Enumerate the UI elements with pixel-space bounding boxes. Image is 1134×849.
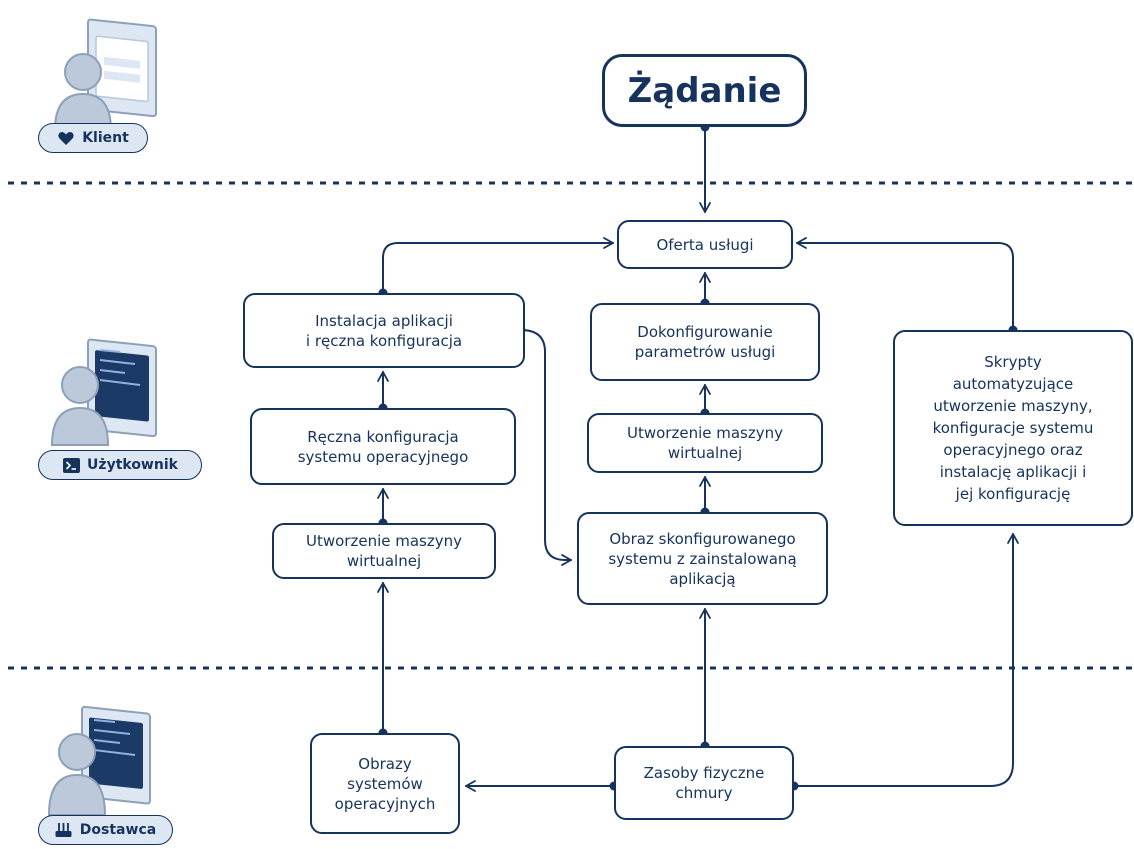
node-line: chmury — [675, 784, 733, 802]
node-line: wirtualnej — [667, 444, 743, 462]
actor-label-client: Klient — [38, 123, 148, 153]
edge-scripts-to-offer — [796, 237, 1014, 331]
node-line: Żądanie — [627, 70, 782, 111]
node-line: parametrów usługi — [634, 343, 776, 361]
node-line: jej konfigurację — [955, 485, 1071, 503]
actor-label-text: Dostawca — [79, 822, 157, 838]
node-line: konfiguracje systemu — [932, 419, 1094, 437]
node-line: utworzenie maszyny, — [933, 397, 1093, 415]
node-app-install: Instalacja aplikacji i ręczna konfigurac… — [243, 293, 525, 368]
user-figure-icon — [50, 338, 157, 446]
edge-install-to-image — [520, 329, 572, 566]
node-request: Żądanie — [602, 54, 807, 127]
node-line: Instalacja aplikacji — [315, 311, 453, 330]
actor-label-text: Klient — [82, 130, 129, 146]
node-line: systemów — [347, 774, 423, 793]
node-line: Oferta usługi — [656, 235, 754, 254]
node-line: Utworzenie maszyny — [627, 424, 783, 442]
router-icon — [55, 821, 73, 839]
actor-label-user: Użytkownik — [38, 450, 202, 480]
node-line: aplikacją — [669, 569, 736, 588]
node-line: Skrypty — [984, 353, 1042, 371]
node-line: Utworzenie maszyny — [306, 532, 462, 550]
node-line: wirtualnej — [346, 552, 422, 570]
node-scripts: Skrypty automatyzujące utworzenie maszyn… — [893, 330, 1133, 526]
node-physical-resources: Zasoby fizyczne chmury — [614, 746, 794, 820]
edge-install-to-offer — [382, 237, 614, 294]
node-service-params: Dokonfigurowanie parametrów usługi — [590, 303, 820, 381]
node-configured-image: Obraz skonfigurowanego systemu z zainsta… — [577, 512, 828, 605]
provider-figure-icon — [47, 705, 151, 816]
client-figure-icon — [53, 18, 157, 131]
node-line: instalację aplikacji i — [939, 463, 1087, 481]
node-line: operacyjnych — [334, 794, 436, 813]
actor-label-text: Użytkownik — [87, 457, 178, 473]
node-manual-os-config: Ręczna konfiguracja systemu operacyjnego — [250, 408, 516, 485]
node-line: operacyjnego oraz — [943, 441, 1083, 459]
edge-resources-to-scripts — [793, 533, 1019, 787]
node-service-offer: Oferta usługi — [617, 220, 793, 269]
heart-icon — [57, 129, 75, 147]
node-line: Ręczna konfiguracja — [307, 427, 459, 446]
node-line: Obrazy — [358, 754, 412, 773]
node-line: Obraz skonfigurowanego — [609, 529, 796, 548]
node-line: systemu operacyjnego — [297, 447, 469, 466]
node-vm-create-mid: Utworzenie maszyny wirtualnej — [587, 413, 823, 473]
node-line: i ręczna konfiguracja — [305, 331, 463, 350]
node-line: Dokonfigurowanie — [637, 323, 773, 341]
node-line: systemu z zainstalowaną — [608, 549, 797, 568]
actor-label-provider: Dostawca — [38, 815, 173, 845]
node-os-images: Obrazy systemów operacyjnych — [310, 733, 460, 834]
terminal-icon — [62, 456, 80, 474]
node-line: automatyzujące — [952, 375, 1074, 393]
node-line: Zasoby fizyczne — [643, 764, 765, 782]
node-vm-create-left: Utworzenie maszyny wirtualnej — [272, 523, 496, 579]
